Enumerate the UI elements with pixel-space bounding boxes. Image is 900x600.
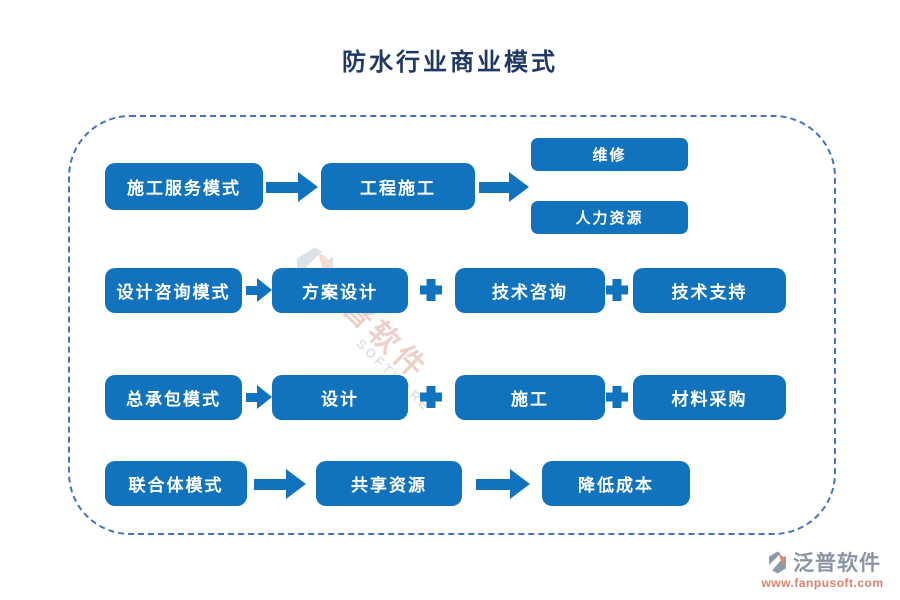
right-arrow-icon xyxy=(246,278,272,302)
brand-footer: 泛普软件 www.fanpusoft.com xyxy=(750,547,895,590)
brand-url: www.fanpusoft.com xyxy=(761,576,884,590)
node-scheme-design: 方案设计 xyxy=(272,268,408,313)
right-arrow-icon xyxy=(476,469,530,499)
brand-name: 泛普软件 xyxy=(793,550,881,575)
node-construction-service-model: 施工服务模式 xyxy=(105,163,263,210)
right-arrow-icon xyxy=(266,172,318,202)
node-general-contracting-model: 总承包模式 xyxy=(105,375,242,420)
node-design-consulting-model: 设计咨询模式 xyxy=(105,268,242,313)
plus-icon xyxy=(420,279,442,301)
page-title: 防水行业商业模式 xyxy=(342,47,558,76)
node-project-construction: 工程施工 xyxy=(321,163,475,210)
node-material-procurement: 材料采购 xyxy=(633,375,786,420)
plus-icon xyxy=(420,386,442,408)
brand-logo-icon xyxy=(765,551,786,573)
right-arrow-icon xyxy=(479,172,529,202)
node-shared-resources: 共享资源 xyxy=(316,461,462,506)
node-repair: 维修 xyxy=(531,138,688,171)
right-arrow-icon xyxy=(254,469,306,499)
node-design: 设计 xyxy=(272,375,408,420)
plus-icon xyxy=(606,386,628,408)
node-cost-reduction: 降低成本 xyxy=(542,461,690,506)
right-arrow-icon xyxy=(246,385,272,409)
node-technical-support: 技术支持 xyxy=(633,268,786,313)
node-human-resources: 人力资源 xyxy=(531,201,688,234)
node-technical-consulting: 技术咨询 xyxy=(455,268,605,313)
node-consortium-model: 联合体模式 xyxy=(105,461,247,506)
node-construction: 施工 xyxy=(455,375,605,420)
diagram-border xyxy=(68,115,836,535)
plus-icon xyxy=(606,279,628,301)
